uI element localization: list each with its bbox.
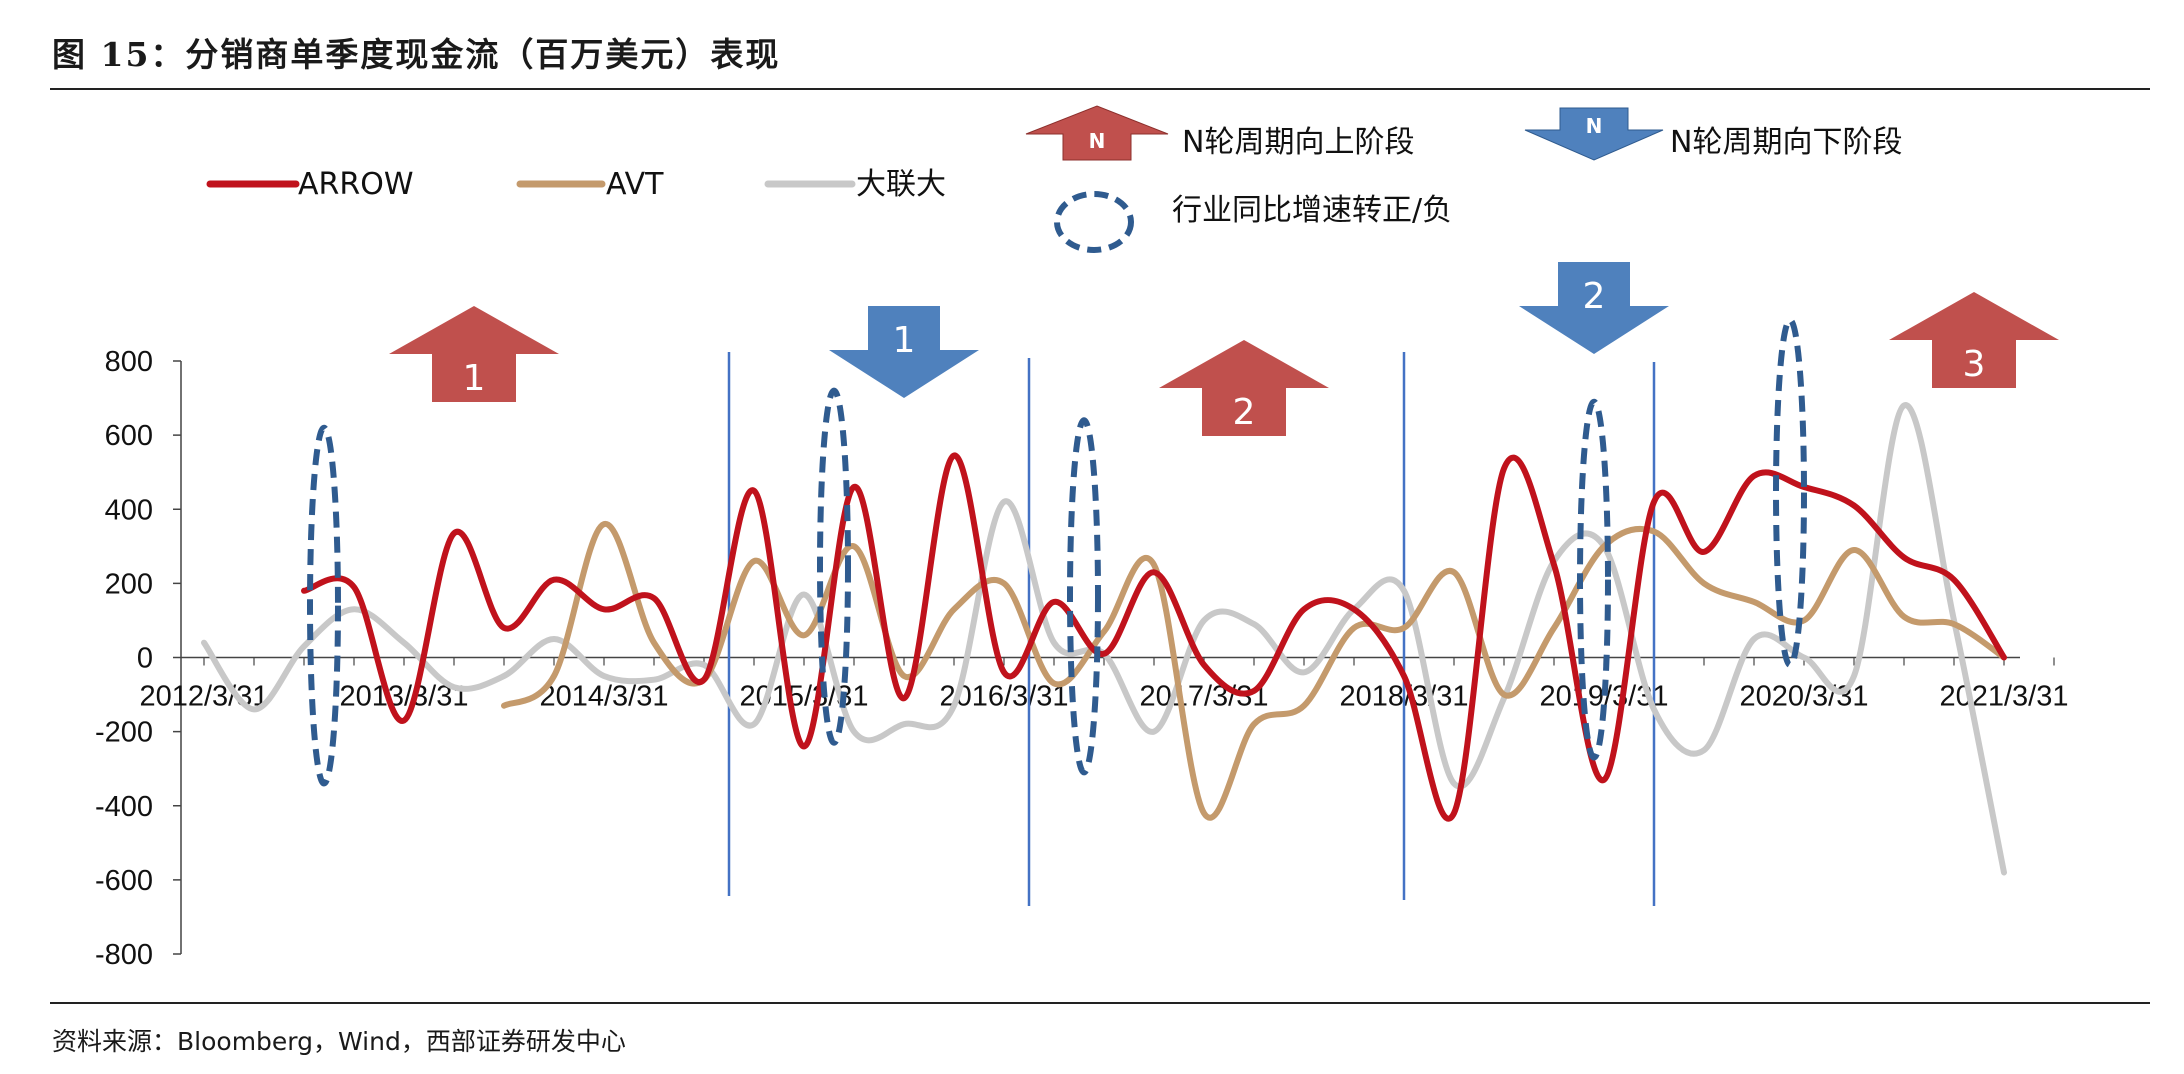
legend: ARROW AVT 大联大 N N轮周期向上阶段 N N轮周期向下阶段 行业同比… xyxy=(206,105,1902,253)
turn-marker-ellipse xyxy=(1067,417,1101,776)
turn-marker-ellipse xyxy=(1773,317,1807,668)
legend-up-icon-text: N xyxy=(1089,129,1106,153)
legend-label-dalianda: 大联大 xyxy=(856,167,946,202)
y-tick-label: -600 xyxy=(95,865,153,897)
y-tick-label: 800 xyxy=(105,346,153,378)
x-tick-label: 2014/3/31 xyxy=(539,681,668,713)
cashflow-line-chart: ARROW AVT 大联大 N N轮周期向上阶段 N N轮周期向下阶段 行业同比… xyxy=(95,105,2069,971)
down-phase-arrow-label: 2 xyxy=(1583,276,1606,317)
y-tick-label: -200 xyxy=(95,717,153,749)
y-tick-label: -400 xyxy=(95,791,153,823)
up-phase-arrow-label: 2 xyxy=(1233,392,1256,433)
up-phase-arrow-icon xyxy=(1159,340,1329,436)
source-note: 资料来源：Bloomberg，Wind，西部证券研发中心 xyxy=(52,1027,626,1056)
down-phase-arrow-icon xyxy=(1519,262,1669,354)
down-phase-arrow-label: 1 xyxy=(893,320,916,361)
x-tick-label: 2017/3/31 xyxy=(1139,681,1268,713)
up-phase-arrow-icon xyxy=(389,306,559,402)
turn-marker-ellipse xyxy=(817,387,851,746)
x-tick-label: 2021/3/31 xyxy=(1939,681,2068,713)
legend-label-arrow: ARROW xyxy=(298,167,414,202)
y-tick-label: 400 xyxy=(105,494,153,526)
series-line-avt xyxy=(501,521,2007,821)
turn-marker-ellipse xyxy=(1577,398,1611,761)
legend-up-arrow-icon: N xyxy=(1025,105,1169,161)
series-line-dalianda xyxy=(201,402,2007,876)
figure-title: 图 15：分销商单季度现金流（百万美元）表现 xyxy=(52,35,781,74)
up-phase-arrow-label: 1 xyxy=(463,358,486,399)
x-tick-label: 2015/3/31 xyxy=(739,681,868,713)
legend-label-up-phase: N轮周期向上阶段 xyxy=(1182,125,1414,160)
y-tick-label: 200 xyxy=(105,568,153,600)
y-tick-label: -800 xyxy=(95,939,153,971)
series-line-arrow xyxy=(301,452,2007,822)
down-phase-arrow-icon xyxy=(829,306,979,398)
top-rule xyxy=(50,88,2150,90)
y-tick-label: 600 xyxy=(105,420,153,452)
legend-dashed-ellipse-icon xyxy=(1054,191,1134,253)
legend-down-icon-text: N xyxy=(1586,114,1603,138)
up-phase-arrow-icon xyxy=(1889,292,2059,388)
turn-marker-ellipse xyxy=(307,424,341,787)
legend-label-avt: AVT xyxy=(606,167,664,202)
bottom-rule xyxy=(50,1002,2150,1004)
legend-label-down-phase: N轮周期向下阶段 xyxy=(1670,125,1902,160)
legend-down-arrow-icon: N xyxy=(1524,107,1664,161)
legend-label-turn: 行业同比增速转正/负 xyxy=(1172,193,1452,228)
y-tick-label: 0 xyxy=(137,643,153,675)
up-phase-arrow-label: 3 xyxy=(1963,344,1986,385)
